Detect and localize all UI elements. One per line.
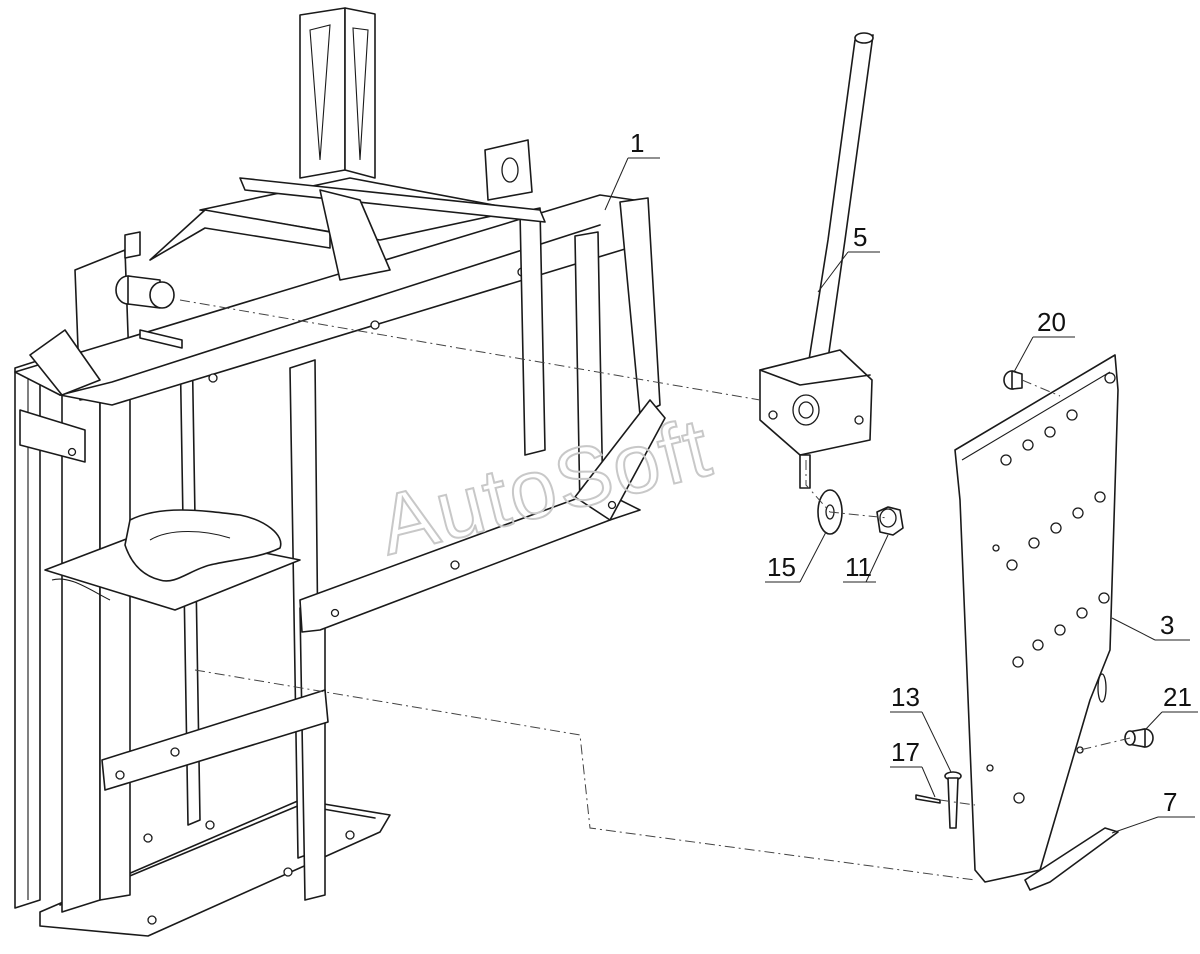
bolt-side [1124, 728, 1154, 748]
cotter [915, 794, 941, 804]
callout-15: 15 [767, 552, 796, 582]
callout-21: 21 [1163, 682, 1192, 712]
callout-17: 17 [891, 737, 920, 767]
lever-assembly [759, 32, 874, 489]
callout-7: 7 [1163, 787, 1177, 817]
callouts: 1 5 20 15 11 3 21 13 17 7 [604, 128, 1198, 834]
callout-11: 11 [845, 552, 872, 582]
callout-3: 3 [1160, 610, 1174, 640]
frame-assembly [14, 7, 666, 937]
nut [876, 506, 904, 536]
strip [1024, 827, 1119, 891]
pin [944, 771, 962, 829]
callout-1: 1 [630, 128, 644, 158]
callout-5: 5 [853, 222, 867, 252]
callout-20: 20 [1037, 307, 1066, 337]
plate-assembly [954, 354, 1119, 883]
assembly-lines [179, 299, 1131, 881]
bolt-top [1003, 370, 1023, 390]
callout-13: 13 [891, 682, 920, 712]
plate-studs [1000, 372, 1116, 668]
